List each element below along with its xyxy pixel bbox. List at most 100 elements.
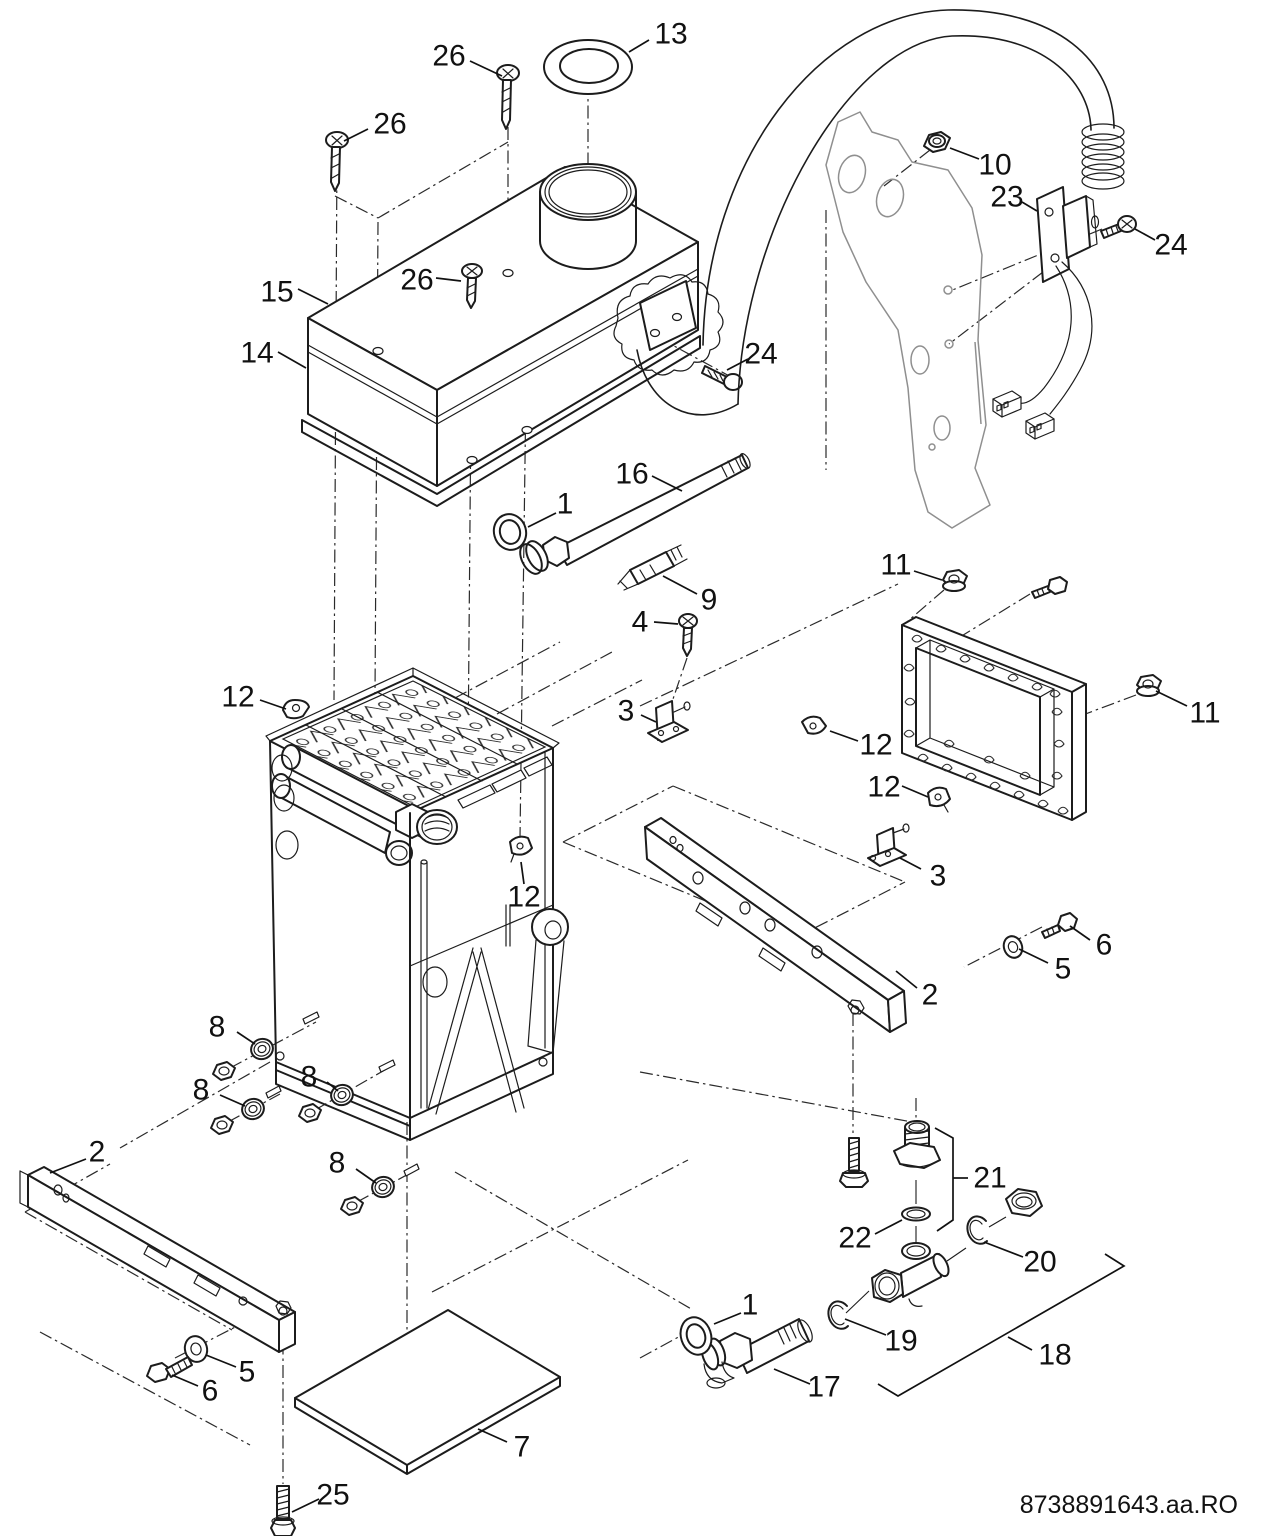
clip-12-d [927,786,951,813]
callout-leader-8-29 [355,1168,377,1184]
casing-panel-assembly [636,9,1137,529]
callout-part-20-32: 20 [1023,1246,1056,1279]
air-box [301,166,701,507]
clip-12-a [282,699,310,720]
callout-part-2-28: 2 [89,1136,106,1169]
flange-nut-10 [923,131,951,153]
callout-part-21-30: 21 [973,1162,1006,1195]
callout-part-7-39: 7 [514,1431,531,1464]
lower-mounting-assembly [19,1037,561,1536]
callout-part-25-40: 25 [316,1479,349,1512]
bracket-3-mid [647,700,691,743]
callout-part-6-38: 6 [202,1375,219,1408]
hydraulic-group [679,1120,1043,1389]
callout-part-8-29: 8 [329,1147,346,1180]
bracket-3-right [867,823,910,867]
callout-leader-12-17 [829,730,859,742]
callout-leader-12-21 [520,861,525,885]
base-plate-7 [294,1309,561,1475]
screw-26-mid [461,263,483,309]
document-code: 8738891643.aa.RO [1020,1491,1238,1519]
callout-leader-10-3 [949,147,980,160]
pipe-16 [519,453,751,575]
callout-part-6-22: 6 [1096,929,1113,962]
callout-part-5-37: 5 [239,1356,256,1389]
sensor-cartridge-9 [617,544,688,591]
callout-part-11-14: 11 [880,549,911,582]
callout-leader-24-5 [1134,228,1156,241]
nut-20 [1005,1188,1043,1217]
frame-screw [1031,576,1068,599]
nut-8-c [298,1103,322,1123]
callout-leader-26-2 [343,128,369,142]
screw-26-top [496,64,520,130]
lower-mounting-rail [19,1166,296,1353]
callout-part-18-35: 18 [1038,1339,1071,1372]
flange-nut-11-left [942,569,968,592]
callout-leader-7-39 [477,1428,508,1443]
insulation-frame [901,616,1087,821]
callout-part-12-17: 12 [859,729,892,762]
callout-leader-15-6 [297,288,329,305]
washer-8-b [241,1097,265,1121]
callout-part-5-23: 5 [1055,953,1072,986]
callout-part-2-24: 2 [922,979,939,1012]
callout-leader-8-25 [236,1031,256,1045]
flue-collar [539,163,637,270]
sensor-wires [1015,261,1093,415]
wire-connector-2 [1025,412,1055,440]
callout-leader-3-20 [899,857,922,870]
callout-part-9-12: 9 [701,584,718,617]
callout-part-26-7: 26 [400,264,433,297]
wire-connector-1 [992,390,1022,418]
callout-part-3-20: 3 [930,860,947,893]
callout-part-12-19: 12 [867,771,900,804]
callout-leader-26-7 [435,277,462,282]
nut-8-b [210,1115,234,1135]
screw-24-box [701,365,743,391]
clip-12-c [509,835,533,863]
mounting-studs [265,1011,420,1177]
capillary-loop [702,9,1115,346]
callout-part-26-2: 26 [373,108,406,141]
gasket-1-pipe [492,513,528,551]
callout-leader-25-40 [291,1498,320,1513]
callout-leader-5-37 [205,1354,237,1368]
screw-26-left [325,131,349,192]
gasket-22 [901,1206,931,1222]
callout-part-12-21: 12 [507,881,540,914]
callout-part-8-26: 8 [193,1074,210,1107]
washer-8-a [250,1037,274,1061]
callout-part-24-5: 24 [1154,229,1187,262]
o-ring-19 [827,1300,849,1330]
callout-part-11-18: 11 [1189,697,1220,730]
callout-part-22-31: 22 [838,1222,871,1255]
bolt-6-right [1041,912,1078,939]
washer-5-left [183,1335,209,1363]
bolt-25 [270,1485,296,1536]
callout-leader-19-34 [844,1318,887,1336]
callout-part-10-3: 10 [978,149,1011,182]
manifold-tubes [271,744,458,866]
callout-part-12-15: 12 [221,681,254,714]
flange-nut-11-right [1136,674,1162,697]
temperature-limiter-23 [1036,186,1100,283]
flow-pipe-assembly [492,453,751,657]
nut-8-d [340,1196,364,1216]
long-bolt [839,1137,869,1188]
callout-leader-6-38 [171,1374,199,1387]
callout-leader-11-14 [913,570,943,581]
gasket-1-elbow [679,1316,713,1356]
callout-part-1-33: 1 [742,1289,759,1322]
callout-part-4-13: 4 [632,606,649,639]
callout-leader-2-24 [895,970,918,989]
nut-8-a [212,1061,236,1081]
callout-part-26-0: 26 [432,40,465,73]
side-panel [825,111,991,529]
screw-24-sensor [1100,215,1137,239]
callout-leader-20-32 [983,1241,1024,1258]
insulation-frame-assembly [644,569,1162,1033]
callout-leader-13-1 [628,39,650,53]
